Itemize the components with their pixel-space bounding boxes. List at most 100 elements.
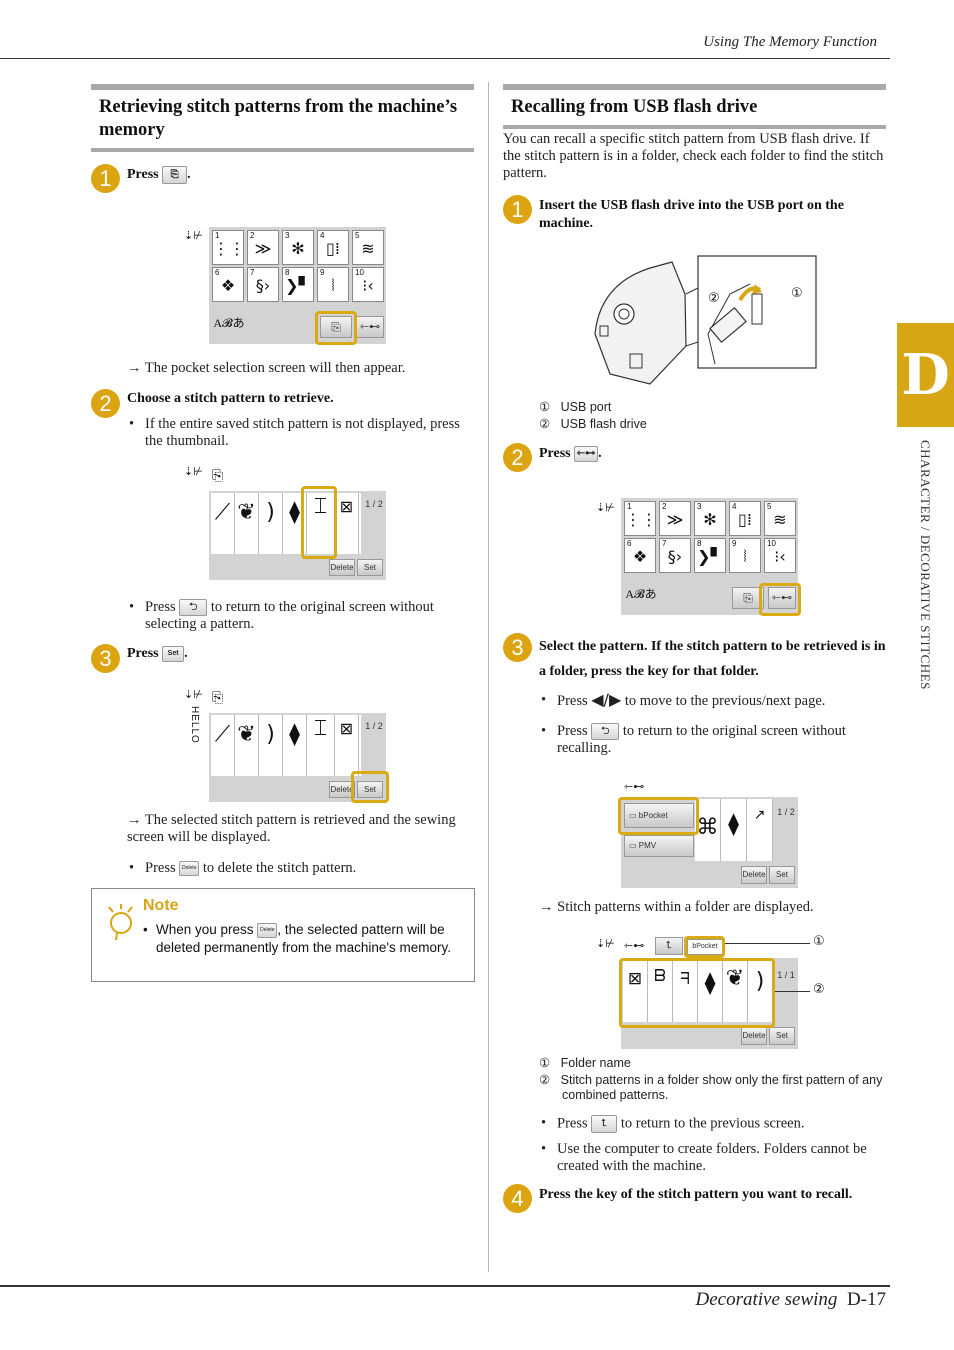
set-button[interactable]: Set [357, 559, 383, 576]
pattern-thumbnail[interactable]: ᖷ [673, 960, 698, 1022]
set-button[interactable]: Set [357, 781, 383, 798]
left-bullet-2b: Press ⮌ to return to the original screen… [127, 599, 472, 633]
stitch-tile[interactable]: 8❯▘ [694, 538, 726, 573]
stitch-tile[interactable]: 9⦚ [317, 267, 349, 302]
pattern-thumbnail[interactable]: ⟋ [211, 715, 235, 776]
stitch-tile[interactable]: 2≫ [659, 501, 691, 536]
set-key-icon: Set [162, 645, 185, 662]
delete-button[interactable]: Delete [329, 559, 355, 576]
stitch-tile[interactable]: 10⁝‹ [764, 538, 796, 573]
page-footer: Decorative sewing D-17 [696, 1289, 887, 1311]
lightbulb-icon [105, 903, 135, 941]
stitch-tile[interactable]: 9⦚ [729, 538, 761, 573]
return-key-icon: ⮌ [591, 723, 620, 741]
left-step-1-text: Press ⎘. [127, 166, 191, 184]
pattern-thumbnail[interactable]: ❦ [235, 493, 259, 554]
pattern-thumbnail[interactable]: ) [259, 493, 283, 554]
footer-section: Decorative sewing [695, 1289, 838, 1310]
stitch-tile[interactable]: 6❖ [212, 267, 244, 302]
pattern-thumbnail[interactable]: ) [748, 960, 773, 1022]
right-bullet-3a: Press ◀/▶ to move to the previous/next p… [539, 691, 884, 710]
stitch-glyph-icon: ≋ [361, 239, 375, 258]
pocket-button[interactable]: ⎘ [732, 587, 764, 609]
stitch-tile[interactable]: 1⋮⋮ [624, 501, 657, 536]
pattern-thumbnail[interactable]: ) [259, 715, 283, 776]
stitch-tile[interactable]: 8❯▘ [282, 267, 314, 302]
callout-folder-name: ① [813, 934, 825, 949]
pattern-thumbnail[interactable]: ⊠ [335, 493, 359, 554]
left-step-2-text: Choose a stitch pattern to retrieve. [127, 391, 334, 406]
stitch-tile[interactable]: 5≋ [764, 501, 796, 536]
delete-button[interactable]: Delete [741, 1027, 767, 1045]
right-bullet-4a: Press ⮤ to return to the previous screen… [539, 1115, 884, 1133]
right-step-2-text: Press ⇽⊷. [539, 445, 602, 462]
stitch-glyph-icon: ⁝‹ [774, 547, 786, 566]
left-step-3-badge: 3 [91, 644, 120, 673]
pattern-thumbnail[interactable]: ⌘ [695, 799, 721, 861]
folder-button-bpocket[interactable]: ▭ bPocket [624, 803, 694, 828]
left-step-1-badge: 1 [91, 164, 120, 193]
folder-button-pmv[interactable]: ▭ PMV [624, 835, 694, 857]
legend-folder-name: ① Folder name [539, 1056, 631, 1070]
stitch-glyph-icon: ⦚ [743, 547, 747, 566]
needle-icon: ⇣⊬ [596, 501, 615, 514]
page-indicator: 1 / 2 [365, 499, 383, 509]
footer-page-number: D-17 [846, 1289, 886, 1310]
character-key[interactable]: A𝓑あ [625, 587, 657, 601]
stitch-glyph-icon: ❖ [220, 276, 236, 295]
set-button[interactable]: Set [769, 1027, 795, 1045]
stitch-tile[interactable]: 2≫ [247, 230, 279, 265]
highlight-pocket-button [315, 311, 357, 345]
stitch-tile[interactable]: 6❖ [624, 538, 656, 573]
legend-folder-patterns: ② Stitch patterns in a folder show only … [539, 1073, 883, 1102]
stitch-tile[interactable]: 3✻ [694, 501, 726, 536]
pattern-thumbnail[interactable]: ❦ [723, 960, 748, 1022]
stitch-glyph-icon: ⁝‹ [362, 276, 374, 295]
pattern-thumbnail[interactable]: ↗ [747, 799, 773, 861]
usb-key-icon: ⇽⊷ [574, 445, 599, 462]
running-title: Using The Memory Function [703, 34, 877, 50]
page-indicator: 1 / 1 [777, 970, 795, 980]
usb-button[interactable]: ⇽⊷ [768, 587, 796, 609]
delete-button[interactable]: Delete [329, 781, 355, 798]
usb-icon: ⇽⊷ [624, 939, 645, 952]
stitch-glyph-icon: ❯▘ [697, 547, 723, 566]
pattern-thumbnail[interactable]: ❦ [235, 715, 259, 776]
pattern-thumbnail[interactable]: ᗷ [648, 960, 673, 1022]
callout-line-2 [775, 991, 810, 992]
chapter-label: CHARACTER / DECORATIVE STITCHES [918, 440, 933, 690]
stitch-tile[interactable]: 5≋ [352, 230, 384, 265]
right-step-1-badge: 1 [503, 195, 532, 224]
stitch-tile[interactable]: 10⁝‹ [352, 267, 384, 302]
delete-button[interactable]: Delete [741, 866, 767, 884]
set-button[interactable]: Set [769, 866, 795, 884]
hello-preview: HELLO [189, 706, 200, 744]
note-title: Note [143, 897, 179, 914]
stitch-tile[interactable]: 1⋮⋮ [212, 230, 245, 265]
right-step-1-text: Insert the USB flash drive into the USB … [539, 198, 844, 231]
character-key[interactable]: A𝓑あ [213, 316, 245, 330]
folder-back-button[interactable]: ⮤ [655, 937, 683, 955]
usb-insertion-illustration [590, 254, 820, 389]
stitch-tile[interactable]: 4▯⁞ [729, 501, 761, 536]
right-step-3-badge: 3 [503, 633, 532, 662]
stitch-tile[interactable]: 7§› [659, 538, 691, 573]
stitch-tile[interactable]: 3✻ [282, 230, 314, 265]
pattern-thumbnail[interactable]: ⧫ [698, 960, 723, 1022]
left-result-1: → The pocket selection screen will then … [127, 360, 406, 376]
pattern-thumbnail[interactable]: ⊠ [623, 960, 648, 1022]
pattern-thumbnail[interactable]: ⧫ [283, 715, 307, 776]
pattern-thumbnail[interactable]: ⧫ [721, 799, 747, 861]
stitch-glyph-icon: ≋ [773, 510, 787, 529]
pattern-thumbnail[interactable]: ⟋ [211, 493, 235, 554]
pocket-icon: ⎘ [212, 690, 224, 706]
usb-button[interactable]: ⇽⊷ [356, 316, 384, 338]
pattern-selection-screen-2: 1⋮⋮ 2≫ 3✻ 4▯⁞ 5≋ 6❖ 7§› 8❯▘ 9⦚ 10⁝‹ A𝓑あ … [621, 498, 798, 615]
pattern-thumbnail[interactable]: ⌶ [307, 715, 335, 776]
page-indicator: 1 / 2 [777, 807, 795, 817]
folder-back-key-icon: ⮤ [591, 1115, 618, 1133]
stitch-tile[interactable]: 4▯⁞ [317, 230, 349, 265]
pocket-button[interactable]: ⎘ [320, 316, 352, 338]
stitch-tile[interactable]: 7§› [247, 267, 279, 302]
pattern-thumbnail[interactable]: ⊠ [335, 715, 359, 776]
